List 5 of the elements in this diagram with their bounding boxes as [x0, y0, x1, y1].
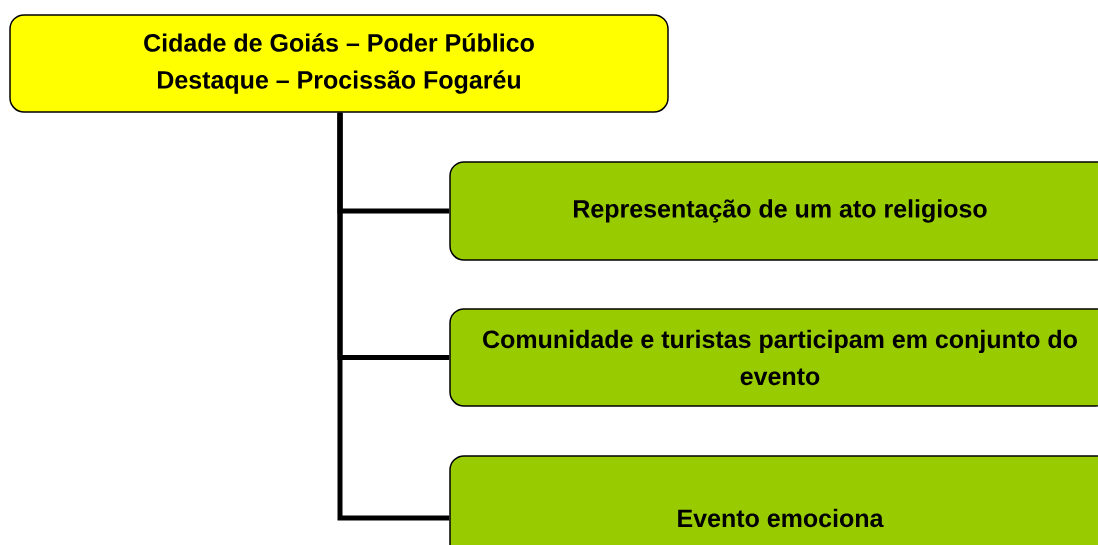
- title-box: Cidade de Goiás – Poder Público Destaque – Procissão Fogaréu: [9, 14, 669, 113]
- process-box: Representação de um ato religioso: [449, 161, 1098, 261]
- process-box: Evento emociona: [449, 455, 1098, 545]
- connector: [337, 112, 450, 521]
- process-box: Comunidade e turistas participam em conjunto do evento: [449, 308, 1098, 407]
